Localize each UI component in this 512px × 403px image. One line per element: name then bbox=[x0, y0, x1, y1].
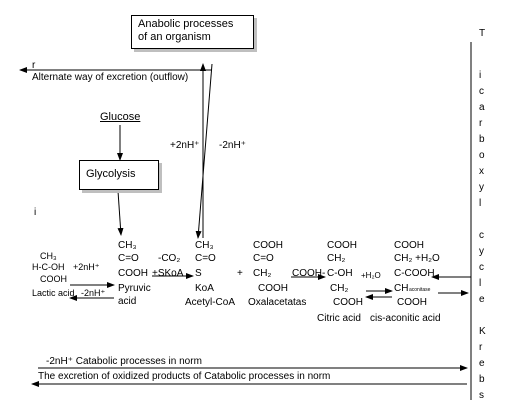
tca-letter: e bbox=[479, 294, 485, 305]
oxaloacetate-name: Oxalacetatas bbox=[248, 297, 307, 308]
glycolysis-label: Glycolysis bbox=[86, 168, 136, 180]
tca-letter: s bbox=[479, 390, 484, 401]
citric-cooh-top: COOH bbox=[327, 240, 357, 251]
lactic-back-2nh: -2nH⁺ bbox=[81, 288, 106, 298]
tca-letter: b bbox=[479, 134, 485, 145]
acetyl-s: S bbox=[195, 268, 202, 279]
cisaconitic-ch: CH bbox=[394, 283, 409, 294]
anabolic-line-2: of an organism bbox=[138, 31, 211, 43]
pyruvic-cooh: COOH bbox=[118, 268, 148, 279]
alternate-excretion-label: Alternate way of excretion (outflow) bbox=[32, 72, 189, 83]
tca-letter: b bbox=[479, 374, 485, 385]
tca-letter: c bbox=[479, 230, 484, 241]
lactic-cooh: COOH bbox=[40, 274, 67, 284]
tca-letter: K bbox=[479, 326, 486, 337]
tca-letter: e bbox=[479, 358, 485, 369]
cisaconitic-cooh-bottom: COOH bbox=[397, 297, 427, 308]
anabolic-processes-box: Anabolic processes of an organism bbox=[131, 15, 254, 49]
catabolic-norm-label: -2nH⁺ Catabolic processes in norm bbox=[46, 356, 202, 367]
pyruvic-ch3: CH₃ bbox=[118, 240, 137, 251]
tca-letter: r bbox=[479, 342, 483, 353]
tca-letter: x bbox=[479, 166, 484, 177]
oxaloacetate-ch2: CH₂ bbox=[253, 268, 272, 279]
oxaloacetate-cooh-bottom: COOH bbox=[258, 283, 288, 294]
tca-letter: T bbox=[479, 28, 486, 39]
tca-letter: i bbox=[479, 70, 482, 81]
excretion-oxidized-label: The excretion of oxidized products of Ca… bbox=[38, 371, 331, 382]
minus-2nh-label: -2nH⁺ bbox=[219, 140, 246, 151]
citric-acid-name: Citric acid bbox=[317, 313, 361, 324]
citric-ch2-top: CH₂ bbox=[327, 253, 346, 264]
aconitase-label: aconitase bbox=[409, 287, 431, 293]
pyruvic-name-2: acid bbox=[118, 296, 137, 307]
lactic-ch3: CH₃ bbox=[40, 251, 57, 261]
pyruvic-name-1: Pyruvic bbox=[118, 283, 151, 294]
tca-letter: o bbox=[479, 150, 485, 161]
acetyl-co: C=O bbox=[195, 253, 216, 264]
plus-2nh-label: +2nH⁺ bbox=[170, 140, 200, 151]
glycolysis-to-pyruvic-arrow bbox=[117, 190, 124, 236]
acetyl-coa-name: Acetyl-CoA bbox=[185, 297, 236, 308]
pyruvic-co: C=O bbox=[118, 253, 139, 264]
cisaconitic-ccooh: C-COOH bbox=[394, 268, 435, 279]
cooh-link-label: COOH- bbox=[292, 268, 326, 279]
skoa-label: +SKoA bbox=[152, 268, 184, 279]
citric-coh: C-OH bbox=[327, 268, 353, 279]
acetyl-koa: KoA bbox=[195, 283, 214, 294]
tca-letter: a bbox=[479, 102, 485, 113]
tca-letter: l bbox=[479, 198, 482, 209]
tca-letter: y bbox=[479, 246, 484, 257]
i-marker-label: i bbox=[34, 207, 37, 218]
oxaloacetate-cooh-top: COOH bbox=[253, 240, 283, 251]
outflow-r-label: r bbox=[32, 60, 36, 71]
cisaconitic-ch2: CH₂ +H₂O bbox=[394, 253, 440, 264]
cisaconitic-cooh-top: COOH bbox=[394, 240, 424, 251]
tca-letter: y bbox=[479, 182, 484, 193]
citric-cooh-bottom: COOH bbox=[333, 297, 363, 308]
lactic-hcoh: H-C-OH bbox=[32, 262, 65, 272]
tca-letter: l bbox=[479, 278, 482, 289]
lactic-acid-name: Lactic acid bbox=[32, 288, 75, 298]
plus-sign: + bbox=[237, 268, 243, 279]
anabolic-to-acetyl-arrow bbox=[195, 63, 213, 239]
tca-letter: c bbox=[479, 262, 484, 273]
citric-ch2-bottom: CH₂ bbox=[330, 283, 349, 294]
lactic-fwd-2nh: +2nH⁺ bbox=[73, 262, 100, 272]
anabolic-line-1: Anabolic processes bbox=[138, 18, 234, 30]
tca-letter: r bbox=[479, 118, 483, 129]
acetyl-ch3: CH₃ bbox=[195, 240, 214, 251]
glycolysis-box: Glycolysis bbox=[79, 160, 159, 190]
cisaconitic-acid-name: cis-aconitic acid bbox=[370, 313, 441, 324]
tca-letter: c bbox=[479, 86, 484, 97]
glucose-label: Glucose bbox=[100, 111, 141, 123]
citric-water: +H₂O bbox=[361, 271, 381, 280]
co2-label: -CO₂ bbox=[158, 253, 181, 264]
oxaloacetate-co: C=O bbox=[253, 253, 274, 264]
